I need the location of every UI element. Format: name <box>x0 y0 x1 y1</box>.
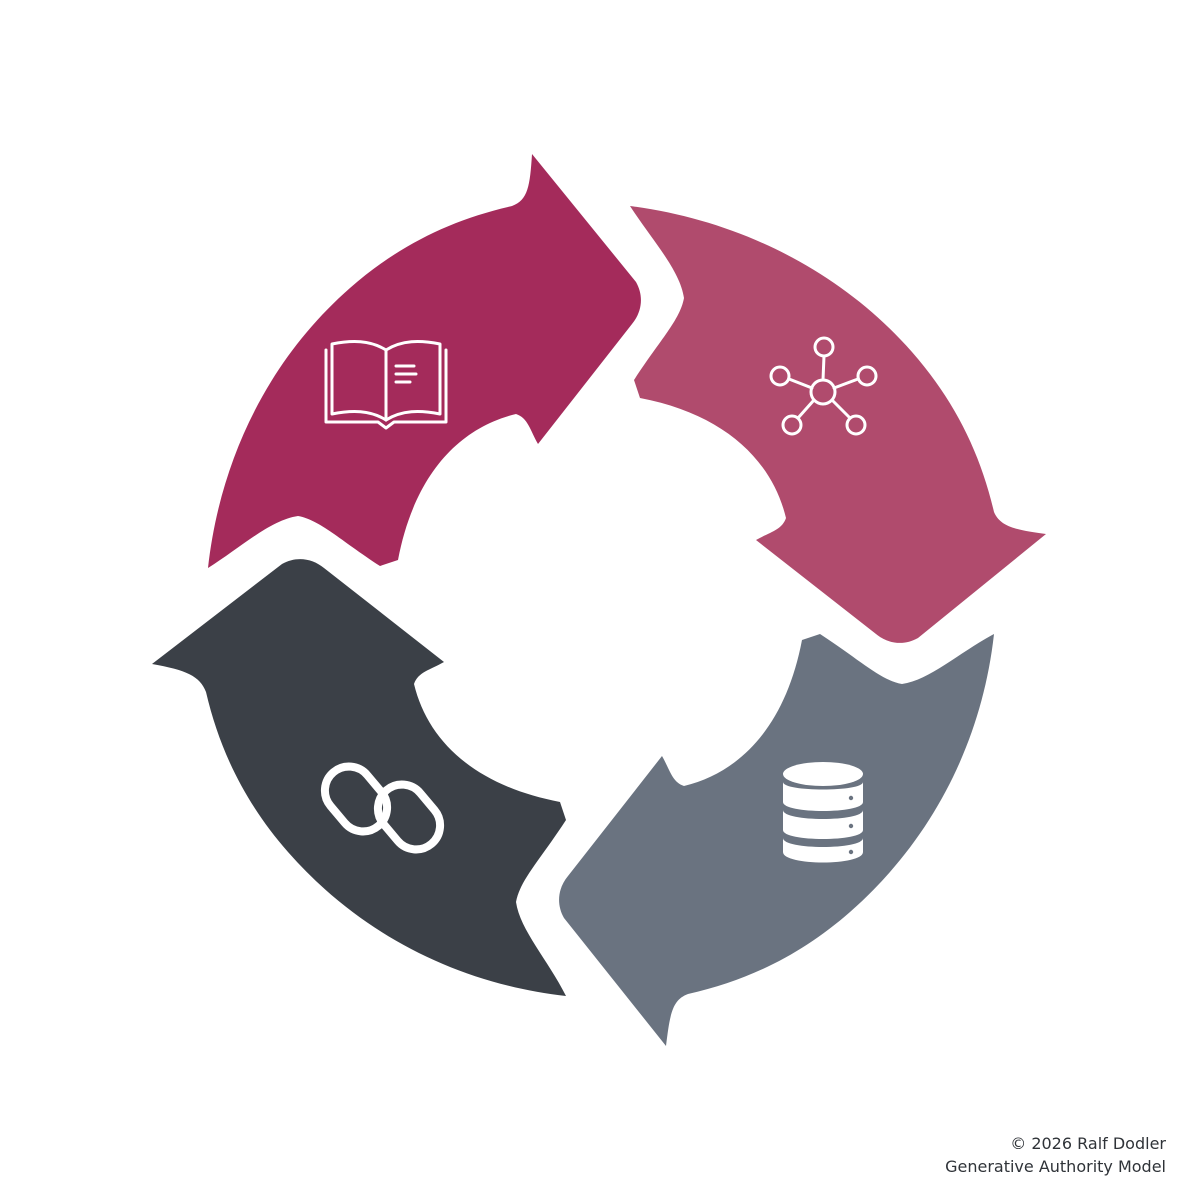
copyright-text: © 2026 Ralf Dodler <box>1010 1134 1166 1153</box>
arrow-data <box>559 634 994 1046</box>
arrow-knowledge <box>208 154 641 568</box>
arrow-links <box>152 559 566 996</box>
footer-credit: © 2026 Ralf Dodler Generative Authority … <box>945 1132 1166 1178</box>
chain-link-icon <box>320 762 445 854</box>
database-icon <box>783 762 863 863</box>
arrow-network <box>630 206 1046 643</box>
network-hub-icon <box>769 336 878 436</box>
segment-knowledge <box>208 154 641 568</box>
model-name-text: Generative Authority Model <box>945 1157 1166 1176</box>
open-book-icon <box>324 340 448 430</box>
segment-links <box>152 559 566 996</box>
segment-network <box>630 206 1046 643</box>
segment-data <box>559 634 994 1046</box>
